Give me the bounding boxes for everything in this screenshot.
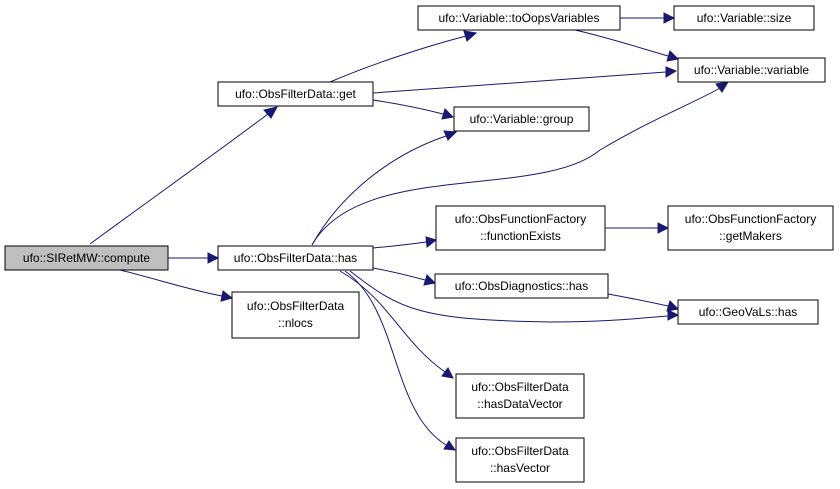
edges [89, 12, 729, 451]
arrowhead [443, 440, 456, 451]
node-label: ufo::ObsFilterData::get [235, 87, 356, 101]
node-label: ::functionExists [480, 229, 561, 243]
arrowhead [441, 108, 455, 120]
node-getMakers[interactable]: ufo::ObsFunctionFactory ::getMakers [667, 205, 834, 251]
arrowhead [666, 50, 680, 62]
arrowhead [715, 81, 729, 93]
edge-diagHas-geovalsHas [607, 293, 669, 307]
node-hasVector[interactable]: ufo::ObsFilterData ::hasVector [455, 437, 585, 483]
edge-compute-nlocs [119, 269, 223, 297]
arrowhead [443, 130, 458, 141]
arrowhead [657, 222, 670, 234]
arrowhead [423, 274, 437, 286]
node-toOopsVariables[interactable]: ufo::Variable::toOopsVariables [417, 5, 621, 31]
node-label: ::hasDataVector [477, 397, 562, 411]
node-label: ufo::ObsFilterData [471, 380, 569, 394]
arrowhead [665, 66, 678, 78]
edge-compute-get [89, 113, 269, 245]
node-get[interactable]: ufo::ObsFilterData::get [217, 81, 374, 107]
node-group[interactable]: ufo::Variable::group [453, 106, 590, 132]
node-label: ufo::ObsFunctionFactory [685, 212, 816, 226]
edge-get-toOops [329, 35, 467, 83]
edge-has-variable [311, 87, 721, 246]
edge-get-variable [372, 71, 667, 94]
edge-has-diagHas [372, 267, 426, 281]
arrowhead [263, 106, 278, 119]
node-nlocs[interactable]: ufo::ObsFilterData ::nlocs [231, 291, 360, 339]
node-hasDataVector[interactable]: ufo::ObsFilterData ::hasDataVector [455, 373, 585, 419]
node-geovals-has[interactable]: ufo::GeoVaLs::has [677, 299, 819, 325]
arrowhead [663, 12, 676, 24]
node-label: ufo::ObsFilterData::has [234, 251, 357, 265]
edge-toOops-variable [574, 29, 669, 57]
node-label: ufo::ObsFilterData [471, 444, 569, 458]
edge-has-geovalsHas [349, 270, 669, 323]
edge-has-group [311, 135, 447, 246]
arrowhead [667, 309, 680, 321]
edge-get-group [372, 99, 444, 115]
node-label: ::hasVector [490, 461, 550, 475]
arrowhead [463, 30, 478, 42]
node-label: ufo::ObsFunctionFactory [455, 212, 586, 226]
node-diagnostics-has[interactable]: ufo::ObsDiagnostics::has [434, 273, 609, 299]
node-compute[interactable]: ufo::SIRetMW::compute [4, 245, 169, 271]
arrowhead [441, 367, 454, 379]
node-has[interactable]: ufo::ObsFilterData::has [217, 245, 374, 271]
arrowhead [666, 300, 680, 312]
node-label: ufo::SIRetMW::compute [23, 251, 150, 265]
node-label: ufo::Variable::size [697, 11, 792, 25]
node-label: ::getMakers [719, 229, 782, 243]
node-label: ufo::GeoVaLs::has [699, 305, 798, 319]
node-size[interactable]: ufo::Variable::size [673, 5, 815, 31]
node-label: ufo::ObsDiagnostics::has [455, 279, 588, 293]
node-label: ufo::Variable::variable [694, 63, 810, 77]
node-variable[interactable]: ufo::Variable::variable [677, 57, 826, 83]
node-label: ufo::Variable::toOopsVariables [439, 11, 600, 25]
node-label: ::nlocs [278, 316, 313, 330]
edge-has-hasDataVector [339, 270, 446, 373]
node-label: ufo::Variable::group [470, 112, 574, 126]
edge-has-funcExists [372, 241, 427, 249]
edge-has-hasVector [344, 270, 447, 446]
node-functionExists[interactable]: ufo::ObsFunctionFactory ::functionExists [435, 205, 606, 251]
arrowhead [425, 236, 438, 248]
arrowhead [207, 252, 220, 264]
arrowhead [220, 290, 234, 302]
node-label: ufo::ObsFilterData [247, 299, 345, 313]
